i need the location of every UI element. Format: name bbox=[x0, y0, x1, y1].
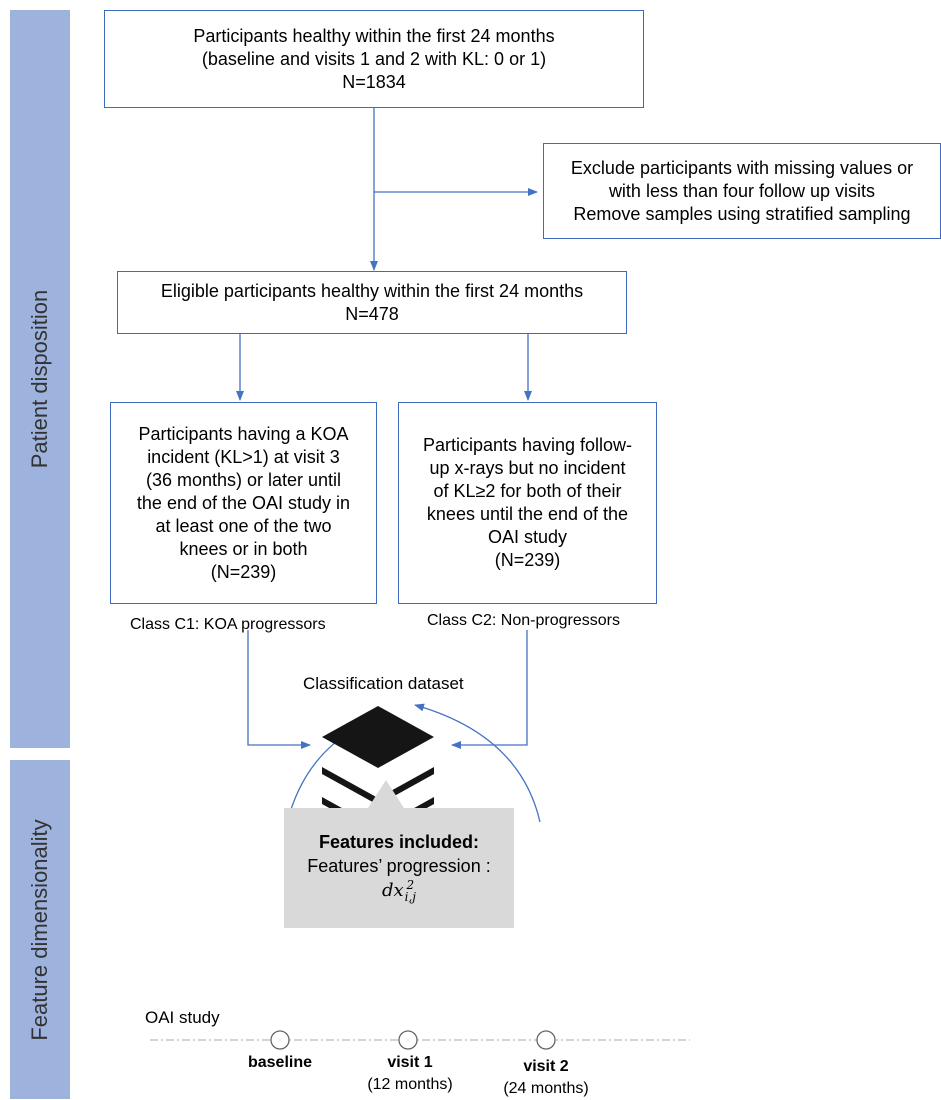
box-line: up x-rays but no incident bbox=[429, 458, 626, 478]
box-non-progressors: Participants having follow- up x-rays bu… bbox=[398, 402, 657, 604]
box-healthy-participants: Participants healthy within the first 24… bbox=[104, 10, 644, 108]
label-class-c2: Class C2: Non-progressors bbox=[427, 612, 620, 629]
features-title: Features included: bbox=[318, 832, 480, 852]
features-callout-shape bbox=[284, 780, 514, 928]
label-oai-study: OAI study bbox=[145, 1008, 220, 1027]
box-line: Participants healthy within the first 24… bbox=[193, 25, 555, 46]
box-line: N=1834 bbox=[342, 71, 406, 92]
box-line: at least one of the two bbox=[155, 515, 332, 536]
label-classification-dataset: Classification dataset bbox=[303, 674, 464, 693]
box-line: knees or in both bbox=[179, 538, 308, 559]
arc-visit2-to-features bbox=[414, 703, 541, 823]
box-line: (N=239) bbox=[210, 561, 277, 582]
label-class-c1: Class C1: KOA progressors bbox=[130, 616, 326, 633]
features-callout: Features included: Features’ progression… bbox=[284, 808, 514, 928]
sidebar-feature-dimensionality: Feature dimensionality bbox=[10, 760, 70, 1099]
timeline-label-visit1: visit 1 (12 months) bbox=[367, 1054, 453, 1093]
timeline-point-baseline bbox=[270, 1030, 290, 1050]
connector-c1-to-dataset bbox=[247, 630, 311, 749]
box-line: (36 months) or later until bbox=[145, 469, 342, 490]
box-line: (N=239) bbox=[494, 550, 561, 570]
box-eligible-participants: Eligible participants healthy within the… bbox=[117, 271, 627, 334]
box-line: Exclude participants with missing values… bbox=[570, 157, 914, 178]
connector-c2-to-dataset bbox=[451, 630, 528, 749]
box-line: (baseline and visits 1 and 2 with KL: 0 … bbox=[201, 48, 547, 69]
box-line: Remove samples using stratified sampling bbox=[573, 203, 911, 224]
box-line: with less than four follow up visits bbox=[608, 180, 876, 201]
box-line: N=478 bbox=[345, 303, 399, 324]
box-line: OAI study bbox=[487, 527, 568, 547]
timeline-label-baseline: baseline bbox=[247, 1054, 313, 1071]
features-subtitle: Features’ progression : bbox=[307, 856, 491, 876]
box-line: incident (KL>1) at visit 3 bbox=[147, 446, 340, 467]
box-line: knees until the end of the bbox=[426, 504, 629, 524]
box-exclusion-criteria: Exclude participants with missing values… bbox=[543, 143, 941, 239]
box-line: the end of the OAI study in bbox=[136, 492, 351, 513]
box-line: Participants having a KOA bbox=[138, 423, 349, 444]
box-line: Participants having follow- bbox=[422, 435, 633, 455]
timeline-label-visit2: visit 2 (24 months) bbox=[503, 1058, 589, 1097]
box-line: Eligible participants healthy within the… bbox=[160, 280, 584, 301]
box-koa-progressors: Participants having a KOA incident (KL>1… bbox=[110, 402, 377, 604]
timeline-point-visit1 bbox=[398, 1030, 418, 1050]
sidebar-patient-disposition: Patient disposition bbox=[10, 10, 70, 748]
timeline-point-visit2 bbox=[536, 1030, 556, 1050]
box-line: of KL≥2 for both of their bbox=[433, 481, 622, 501]
